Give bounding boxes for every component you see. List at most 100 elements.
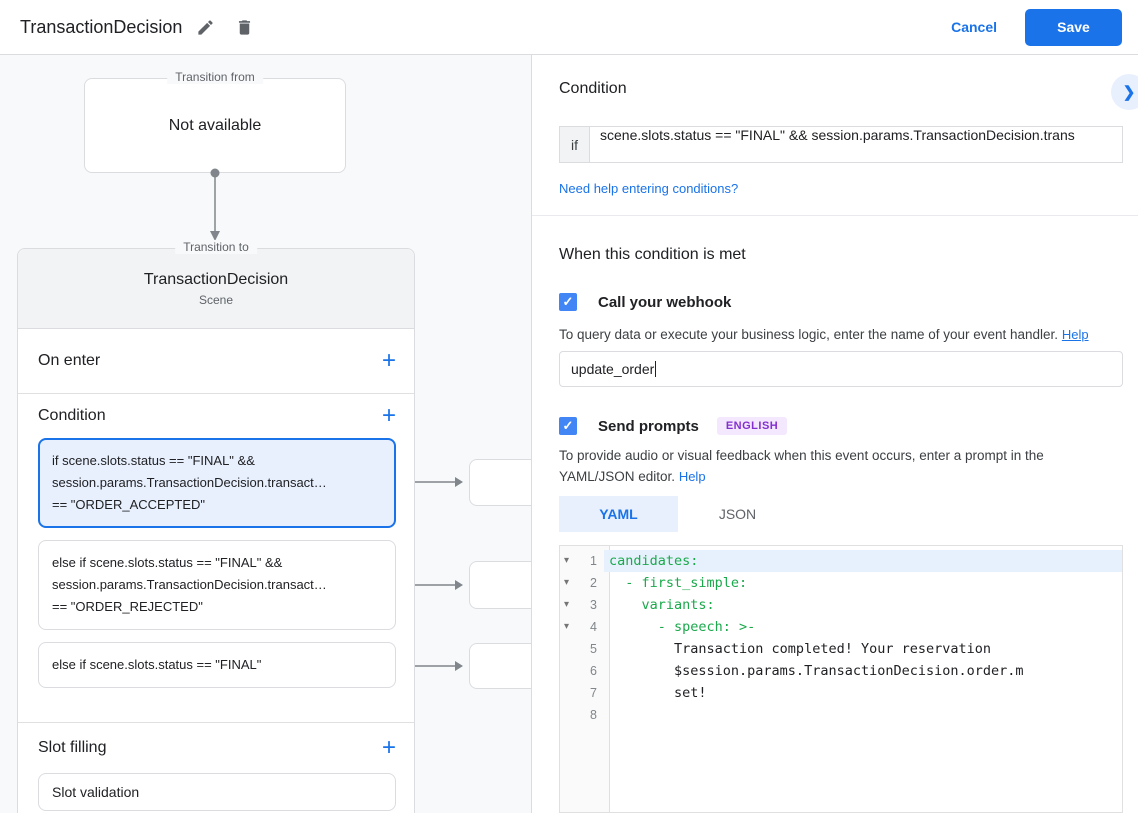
editor-line[interactable]: ▾ 1 candidates:: [560, 550, 1122, 572]
fold-arrow-icon[interactable]: ▾: [564, 555, 570, 566]
webhook-help-link[interactable]: Help: [1061, 327, 1089, 342]
line-number: 4: [590, 620, 597, 634]
line-number: 3: [590, 598, 597, 612]
condition-text-line: == "ORDER_ACCEPTED": [52, 497, 205, 512]
trash-icon: [239, 19, 251, 35]
transition-to-label: Transition to: [175, 240, 257, 254]
transition-target-box[interactable]: [469, 561, 539, 609]
transition-from-content: Not available: [168, 116, 262, 134]
code-text: candidates:: [604, 550, 1122, 572]
editor-format-tabs: YAML JSON: [559, 496, 797, 532]
call-webhook-checkbox[interactable]: ✓: [559, 293, 577, 311]
condition-heading: Condition: [559, 80, 627, 97]
add-slot-button[interactable]: +: [378, 736, 400, 760]
editor-line[interactable]: 8: [560, 704, 1122, 726]
condition-item[interactable]: if scene.slots.status == "FINAL" && sessi…: [38, 438, 396, 528]
webhook-handler-value: update_order: [571, 361, 655, 377]
condition-text-line: session.params.TransactionDecision.trans…: [52, 577, 327, 592]
add-on-enter-button[interactable]: +: [378, 349, 400, 373]
send-prompts-row: ✓ Send prompts ENGLISH: [559, 417, 788, 435]
send-prompts-label: Send prompts: [598, 417, 699, 435]
fold-spacer: [560, 638, 576, 660]
code-text: $session.params.TransactionDecision.orde…: [609, 663, 1024, 679]
transition-from-box: Transition from Not available: [84, 70, 346, 173]
slot-validation-item[interactable]: Slot validation: [38, 773, 396, 811]
webhook-handler-input[interactable]: update_order: [559, 351, 1123, 387]
text-cursor: [655, 361, 657, 377]
call-webhook-label: Call your webhook: [598, 293, 732, 311]
code-text: set!: [609, 685, 707, 701]
line-number: 1: [590, 554, 597, 568]
edit-title-button[interactable]: [190, 12, 221, 43]
editor-line[interactable]: 5 Transaction completed! Your reservatio…: [560, 638, 1122, 660]
call-webhook-row: ✓ Call your webhook: [559, 293, 731, 311]
code-text: - first_simple:: [609, 575, 748, 591]
webhook-description: To query data or execute your business l…: [559, 324, 1115, 345]
delete-scene-button[interactable]: [229, 12, 260, 43]
webhook-description-text: To query data or execute your business l…: [559, 327, 1059, 342]
line-number: 2: [590, 576, 597, 590]
fold-spacer: [560, 704, 576, 726]
condition-text-line: if scene.slots.status == "FINAL" &&: [52, 453, 255, 468]
scene-type-label: Scene: [198, 292, 234, 307]
check-icon: ✓: [562, 418, 574, 433]
cancel-button[interactable]: Cancel: [951, 19, 997, 35]
editor-line[interactable]: ▾ 2 - first_simple:: [560, 572, 1122, 594]
condition-text-line: else if scene.slots.status == "FINAL" &&: [52, 555, 283, 570]
line-number: 6: [590, 664, 597, 678]
fold-arrow-icon[interactable]: ▾: [564, 621, 570, 632]
condition-item[interactable]: else if scene.slots.status == "FINAL": [38, 642, 396, 688]
line-number: 8: [590, 708, 597, 722]
slot-filling-section: Slot filling +: [18, 723, 414, 773]
language-badge: ENGLISH: [716, 417, 788, 435]
on-enter-section: On enter +: [18, 329, 414, 394]
check-icon: ✓: [562, 294, 574, 309]
condition-text-line: else if scene.slots.status == "FINAL": [52, 657, 262, 672]
code-text: [604, 704, 1122, 726]
pencil-icon: [198, 19, 214, 35]
send-prompts-checkbox[interactable]: ✓: [559, 417, 577, 435]
transition-target-box[interactable]: [469, 459, 539, 506]
transition-from-label: Transition from: [167, 70, 263, 84]
condition-text-line: session.params.TransactionDecision.trans…: [52, 475, 327, 490]
tab-yaml[interactable]: YAML: [559, 496, 678, 532]
fold-spacer: [560, 660, 576, 682]
condition-detail-panel: Condition ❯ if scene.slots.status == "FI…: [531, 55, 1138, 813]
when-condition-met-heading: When this condition is met: [559, 246, 746, 263]
editor-line[interactable]: 7 set!: [560, 682, 1122, 704]
code-text: Transaction completed! Your reservation: [609, 641, 992, 657]
chevron-right-icon: ❯: [1122, 84, 1136, 101]
fold-arrow-icon[interactable]: ▾: [564, 577, 570, 588]
editor-gutter: [560, 546, 610, 812]
top-bar: TransactionDecision Cancel Save: [0, 0, 1138, 55]
code-text: - speech: >-: [609, 619, 756, 635]
condition-item[interactable]: else if scene.slots.status == "FINAL" &&…: [38, 540, 396, 630]
editor-line[interactable]: ▾3 variants:: [560, 594, 1122, 616]
line-number: 7: [590, 686, 597, 700]
transition-target-box[interactable]: [469, 643, 539, 689]
condition-expression-input[interactable]: scene.slots.status == "FINAL" && session…: [589, 126, 1123, 163]
slot-filling-label: Slot filling: [38, 739, 107, 756]
scene-card-header[interactable]: TransactionDecision Scene: [18, 249, 414, 329]
scene-card: Transition to TransactionDecision Scene …: [17, 240, 415, 813]
on-enter-label: On enter: [38, 352, 101, 369]
collapse-panel-button[interactable]: ❯: [1111, 74, 1138, 110]
condition-expression-row: if scene.slots.status == "FINAL" && sess…: [559, 126, 1123, 163]
tab-json[interactable]: JSON: [718, 506, 757, 522]
add-condition-button[interactable]: +: [378, 404, 400, 428]
scene-name: TransactionDecision: [143, 270, 289, 288]
prompts-help-link[interactable]: Help: [678, 469, 706, 484]
condition-item-list: if scene.slots.status == "FINAL" && sessi…: [18, 438, 414, 688]
line-number: 5: [590, 642, 597, 656]
prompts-description-text: To provide audio or visual feedback when…: [559, 448, 1044, 484]
condition-text-line: == "ORDER_REJECTED": [52, 599, 203, 614]
editor-line[interactable]: 6 $session.params.TransactionDecision.or…: [560, 660, 1122, 682]
editor-line[interactable]: ▾ 4 - speech: >-: [560, 616, 1122, 638]
condition-help-link[interactable]: Need help entering conditions?: [559, 181, 739, 196]
save-button[interactable]: Save: [1025, 8, 1122, 46]
section-divider: [532, 215, 1138, 216]
page-title: TransactionDecision: [20, 16, 183, 37]
fold-arrow-icon[interactable]: ▾: [564, 599, 570, 610]
